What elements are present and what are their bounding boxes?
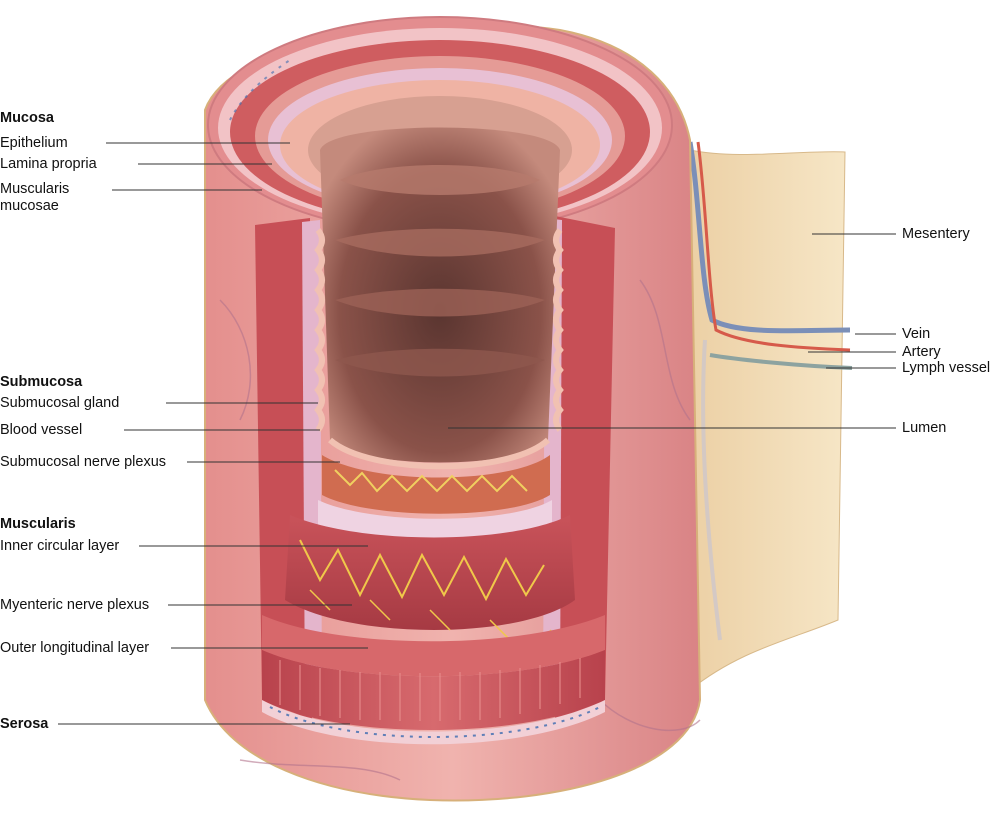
mesentery-vessel-lymph (709, 353, 853, 370)
mesentery-sheet (689, 149, 846, 692)
label-lamina-propria: Lamina propria (0, 156, 97, 172)
myenteric-nerve-plexus (299, 539, 545, 602)
submucosa-band (322, 455, 550, 514)
label-lumen: Lumen (902, 420, 947, 436)
label-mesentery: Mesentery (902, 226, 970, 242)
leader-lines (58, 142, 896, 725)
label-muscularis-mucosae-line1: Muscularis (0, 181, 70, 197)
label-muscularis: Muscularis (0, 516, 76, 532)
label-vein: Vein (902, 326, 931, 342)
label-outer-longitudinal-layer: Outer longitudinal layer (0, 640, 150, 656)
mesentery-vessel-artery (696, 141, 851, 352)
label-serosa: Serosa (0, 716, 49, 732)
mesentery-vessel-vein (687, 141, 851, 334)
label-inner-circular-layer: Inner circular layer (0, 538, 120, 554)
label-myenteric-nerve-plexus: Myenteric nerve plexus (0, 597, 150, 613)
label-mucosa: Mucosa (0, 110, 54, 126)
label-lymph-vessel: Lymph vessel (902, 360, 991, 376)
label-epithelium: Epithelium (0, 135, 68, 151)
label-submucosal-gland: Submucosal gland (0, 395, 120, 411)
inner-circular-layer (285, 515, 575, 630)
label-submucosal-nerve-plexus: Submucosal nerve plexus (0, 454, 167, 470)
submucosal-nerve-plexus (334, 469, 528, 493)
label-blood-vessel: Blood vessel (0, 422, 83, 438)
serosa-edge (262, 700, 605, 745)
label-submucosa: Submucosa (0, 374, 83, 390)
label-artery: Artery (902, 344, 941, 360)
label-muscularis-mucosae-line2: mucosae (0, 198, 59, 214)
